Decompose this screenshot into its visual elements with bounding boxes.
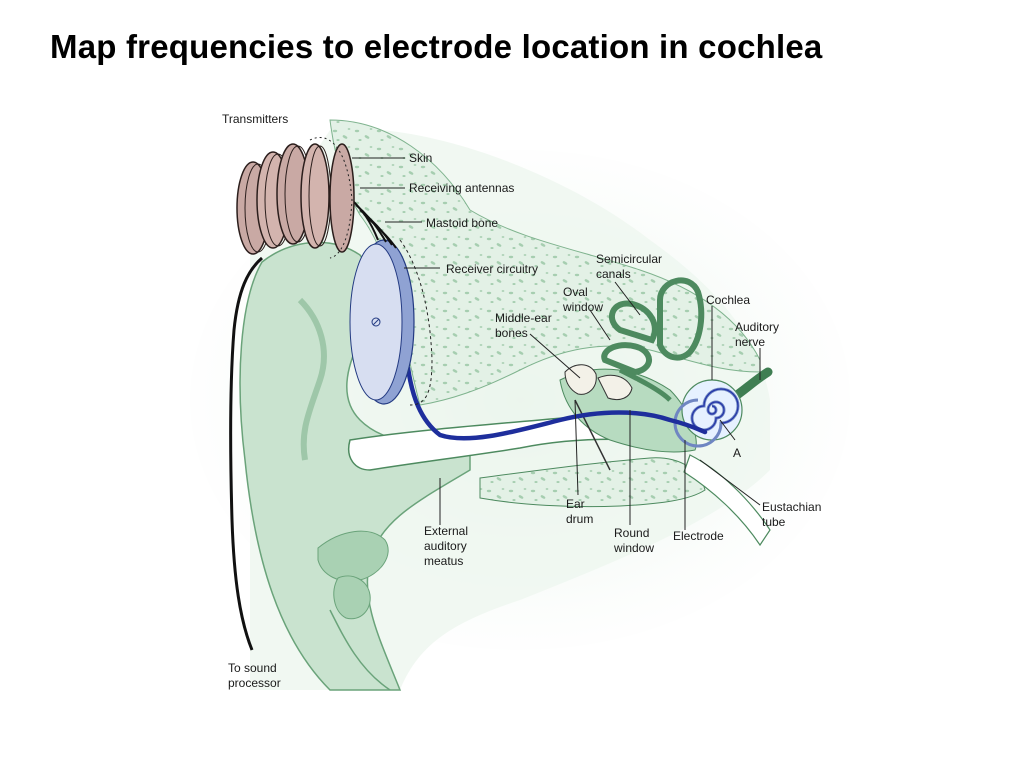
label-to-sound-processor-line1: To sound xyxy=(228,661,277,675)
electrode-lead xyxy=(405,365,708,441)
label-transmitters: Transmitters xyxy=(222,112,288,126)
label-mastoid-bone: Mastoid bone xyxy=(426,216,498,230)
label-ear-drum-line2: drum xyxy=(566,512,593,526)
label-cochlea: Cochlea xyxy=(706,293,750,307)
sound-processor-cable xyxy=(229,256,263,651)
label-auditory-nerve-line2: nerve xyxy=(735,335,765,349)
label-skin: Skin xyxy=(409,151,432,165)
label-electrode: Electrode xyxy=(673,529,724,543)
label-round-window-line2: window xyxy=(613,541,654,555)
label-semicircular-canals-line1: Semicircular xyxy=(596,252,662,266)
label-auditory-nerve-line1: Auditory xyxy=(735,320,779,334)
label-middle-ear-bones-line1: Middle-ear xyxy=(495,311,552,325)
pinna xyxy=(239,241,471,691)
label-external-auditory-meatus-line3: meatus xyxy=(424,554,463,568)
transmitters xyxy=(236,137,355,259)
label-eustachian-tube-line2: tube xyxy=(762,515,786,529)
label-middle-ear-bones-line2: bones xyxy=(495,326,528,340)
label-receiver-circuitry: Receiver circuitry xyxy=(446,262,538,276)
middle-ear xyxy=(559,364,771,547)
labels: Transmitters Skin Receiving antennas Mas… xyxy=(222,112,821,690)
label-to-sound-processor-line2: processor xyxy=(228,676,281,690)
label-round-window-line1: Round xyxy=(614,526,649,540)
label-receiving-antennas: Receiving antennas xyxy=(409,181,514,195)
label-eustachian-tube-line1: Eustachian xyxy=(762,500,821,514)
label-oval-window-line2: window xyxy=(562,300,603,314)
label-external-auditory-meatus-line2: auditory xyxy=(424,539,467,553)
label-ear-drum-line1: Ear xyxy=(566,497,585,511)
label-oval-window-line1: Oval xyxy=(563,285,588,299)
label-external-auditory-meatus-line1: External xyxy=(424,524,468,538)
transmitter-disc xyxy=(329,143,355,253)
label-semicircular-canals-line2: canals xyxy=(596,267,631,281)
leader-lines xyxy=(352,157,761,530)
ear-canal xyxy=(348,415,706,508)
label-point-a: A xyxy=(733,446,741,460)
slide-title: Map frequencies to electrode location in… xyxy=(50,28,823,65)
